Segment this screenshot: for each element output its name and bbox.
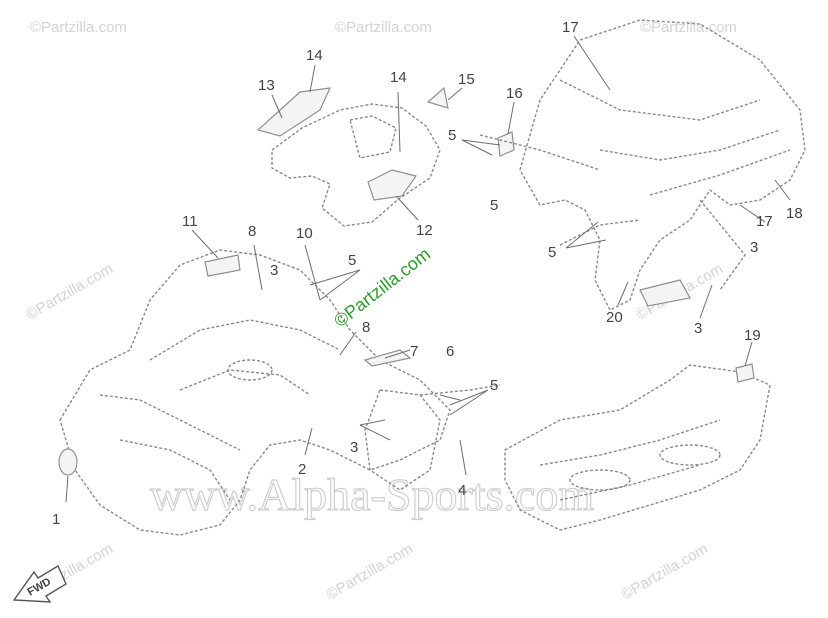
watermark-partzilla: ©Partzilla.com	[335, 19, 432, 36]
part-floorboard	[504, 363, 771, 531]
watermark-layer: ©Partzilla.com ©Partzilla.com ©Partzilla…	[24, 19, 737, 603]
watermark-partzilla-center: ©Partzilla.com	[330, 244, 434, 331]
watermark-partzilla: ©Partzilla.com	[24, 260, 116, 323]
callout-18: 18	[786, 205, 803, 222]
part-small-items	[58, 134, 641, 476]
watermark-partzilla: ©Partzilla.com	[324, 540, 416, 603]
callout-12: 12	[416, 222, 433, 239]
callout-17: 17	[756, 213, 773, 230]
callout-1: 1	[52, 511, 60, 528]
callout-10: 10	[296, 225, 313, 242]
part-tank-cover	[256, 86, 449, 227]
callout-3: 3	[750, 239, 758, 256]
callout-5: 5	[448, 127, 456, 144]
callout-14: 14	[306, 47, 323, 64]
watermark-partzilla: ©Partzilla.com	[640, 19, 737, 36]
callout-20: 20	[606, 309, 623, 326]
fwd-arrow: FWD	[12, 564, 67, 603]
callout-3: 3	[350, 439, 358, 456]
callout-13: 13	[258, 77, 275, 94]
watermark-alpha-sports: www.Alpha-Sports.com	[150, 469, 594, 520]
callout-5: 5	[490, 377, 498, 394]
callout-7: 7	[410, 343, 418, 360]
callout-8: 8	[248, 223, 256, 240]
callout-19: 19	[744, 327, 761, 344]
callout-labels: 1 2 3 3 3 3 4 5 5 5 5 5 6 7 8 8 10 11 12…	[52, 19, 803, 528]
callout-2: 2	[298, 461, 306, 478]
callout-17: 17	[562, 19, 579, 36]
callout-14: 14	[390, 69, 407, 86]
watermark-partzilla: ©Partzilla.com	[619, 540, 711, 603]
callout-3: 3	[694, 320, 702, 337]
callout-5: 5	[490, 197, 498, 214]
callout-16: 16	[506, 85, 523, 102]
callout-4: 4	[458, 482, 466, 499]
callout-8: 8	[362, 319, 370, 336]
callout-5: 5	[548, 244, 556, 261]
callout-11: 11	[182, 213, 198, 230]
callout-3: 3	[270, 262, 278, 279]
callout-15: 15	[458, 71, 475, 88]
leader-lines	[65, 35, 791, 503]
part-rear-fender	[497, 19, 806, 311]
watermark-partzilla: ©Partzilla.com	[30, 19, 127, 36]
callout-6: 6	[446, 343, 454, 360]
callout-5: 5	[348, 252, 356, 269]
